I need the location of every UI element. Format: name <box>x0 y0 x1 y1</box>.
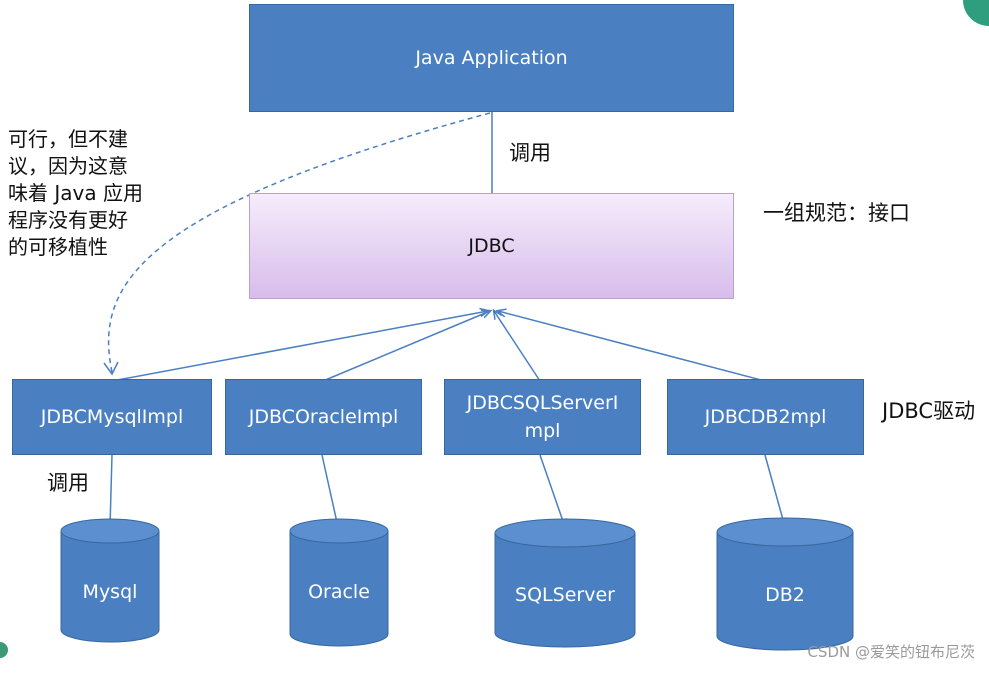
db-db2-label: DB2 <box>765 584 805 606</box>
note-line: 味着 Java 应用 <box>8 181 143 205</box>
dashed-arrow-direct-use <box>107 112 491 373</box>
db-db2: DB2 <box>716 517 854 651</box>
mysql-impl-label: JDBCMysqlImpl <box>40 406 184 428</box>
oracle-impl-box: JDBCOracleImpl <box>225 379 422 455</box>
java-application-label: Java Application <box>415 47 568 69</box>
db-sqlserver-label: SQLServer <box>515 584 615 606</box>
note-line: 的可移植性 <box>8 235 108 259</box>
db-mysql: Mysql <box>60 518 160 643</box>
note-line: 可行，但不建 <box>8 127 128 151</box>
note-line: 议，因为这意 <box>8 154 128 178</box>
db-sqlserver: SQLServer <box>494 518 636 648</box>
arrow-sqlserver-impl-jdbc <box>494 311 541 382</box>
arrow-mysql-impl-jdbc <box>111 311 488 382</box>
driver-label: JDBC驱动 <box>882 399 976 423</box>
db2-impl-box: JDBCDB2mpl <box>667 379 864 455</box>
arrow-db2-impl-jdbc <box>498 311 766 382</box>
note-line: 程序没有更好 <box>8 208 128 232</box>
db-oracle: Oracle <box>289 518 389 647</box>
arrow-oracle-impl-db <box>321 454 338 527</box>
arrow-sqlserver-impl-db <box>539 454 565 527</box>
dashed-arrowhead <box>103 361 119 376</box>
arrow-oracle-impl-jdbc <box>322 311 490 382</box>
db-oracle-label: Oracle <box>308 581 370 603</box>
arrow-db2-impl-db <box>764 454 785 527</box>
jdbc-label: JDBC <box>468 235 515 257</box>
sqlserver-impl-box: JDBCSQLServerI mpl <box>444 379 641 455</box>
mysql-impl-box: JDBCMysqlImpl <box>12 379 212 455</box>
watermark: CSDN @爱笑的钮布尼茨 <box>807 643 975 661</box>
portability-note: 可行，但不建 议，因为这意 味着 Java 应用 程序没有更好 的可移植性 <box>8 126 168 261</box>
db2-impl-label: JDBCDB2mpl <box>704 406 827 428</box>
sqlserver-impl-label-line2: mpl <box>524 420 561 442</box>
spec-label: 一组规范：接口 <box>763 201 910 225</box>
arrow-mysql-impl-db <box>110 454 112 527</box>
jdbc-interface-box: JDBC <box>249 193 734 299</box>
call-label-top: 调用 <box>509 141 551 165</box>
oracle-impl-label: JDBCOracleImpl <box>248 406 399 428</box>
db-mysql-label: Mysql <box>83 581 138 603</box>
call-label-bottom: 调用 <box>47 471 89 495</box>
java-application-box: Java Application <box>249 4 734 112</box>
sqlserver-impl-label-line1: JDBCSQLServerI <box>466 392 619 414</box>
corner-decoration <box>0 642 8 658</box>
